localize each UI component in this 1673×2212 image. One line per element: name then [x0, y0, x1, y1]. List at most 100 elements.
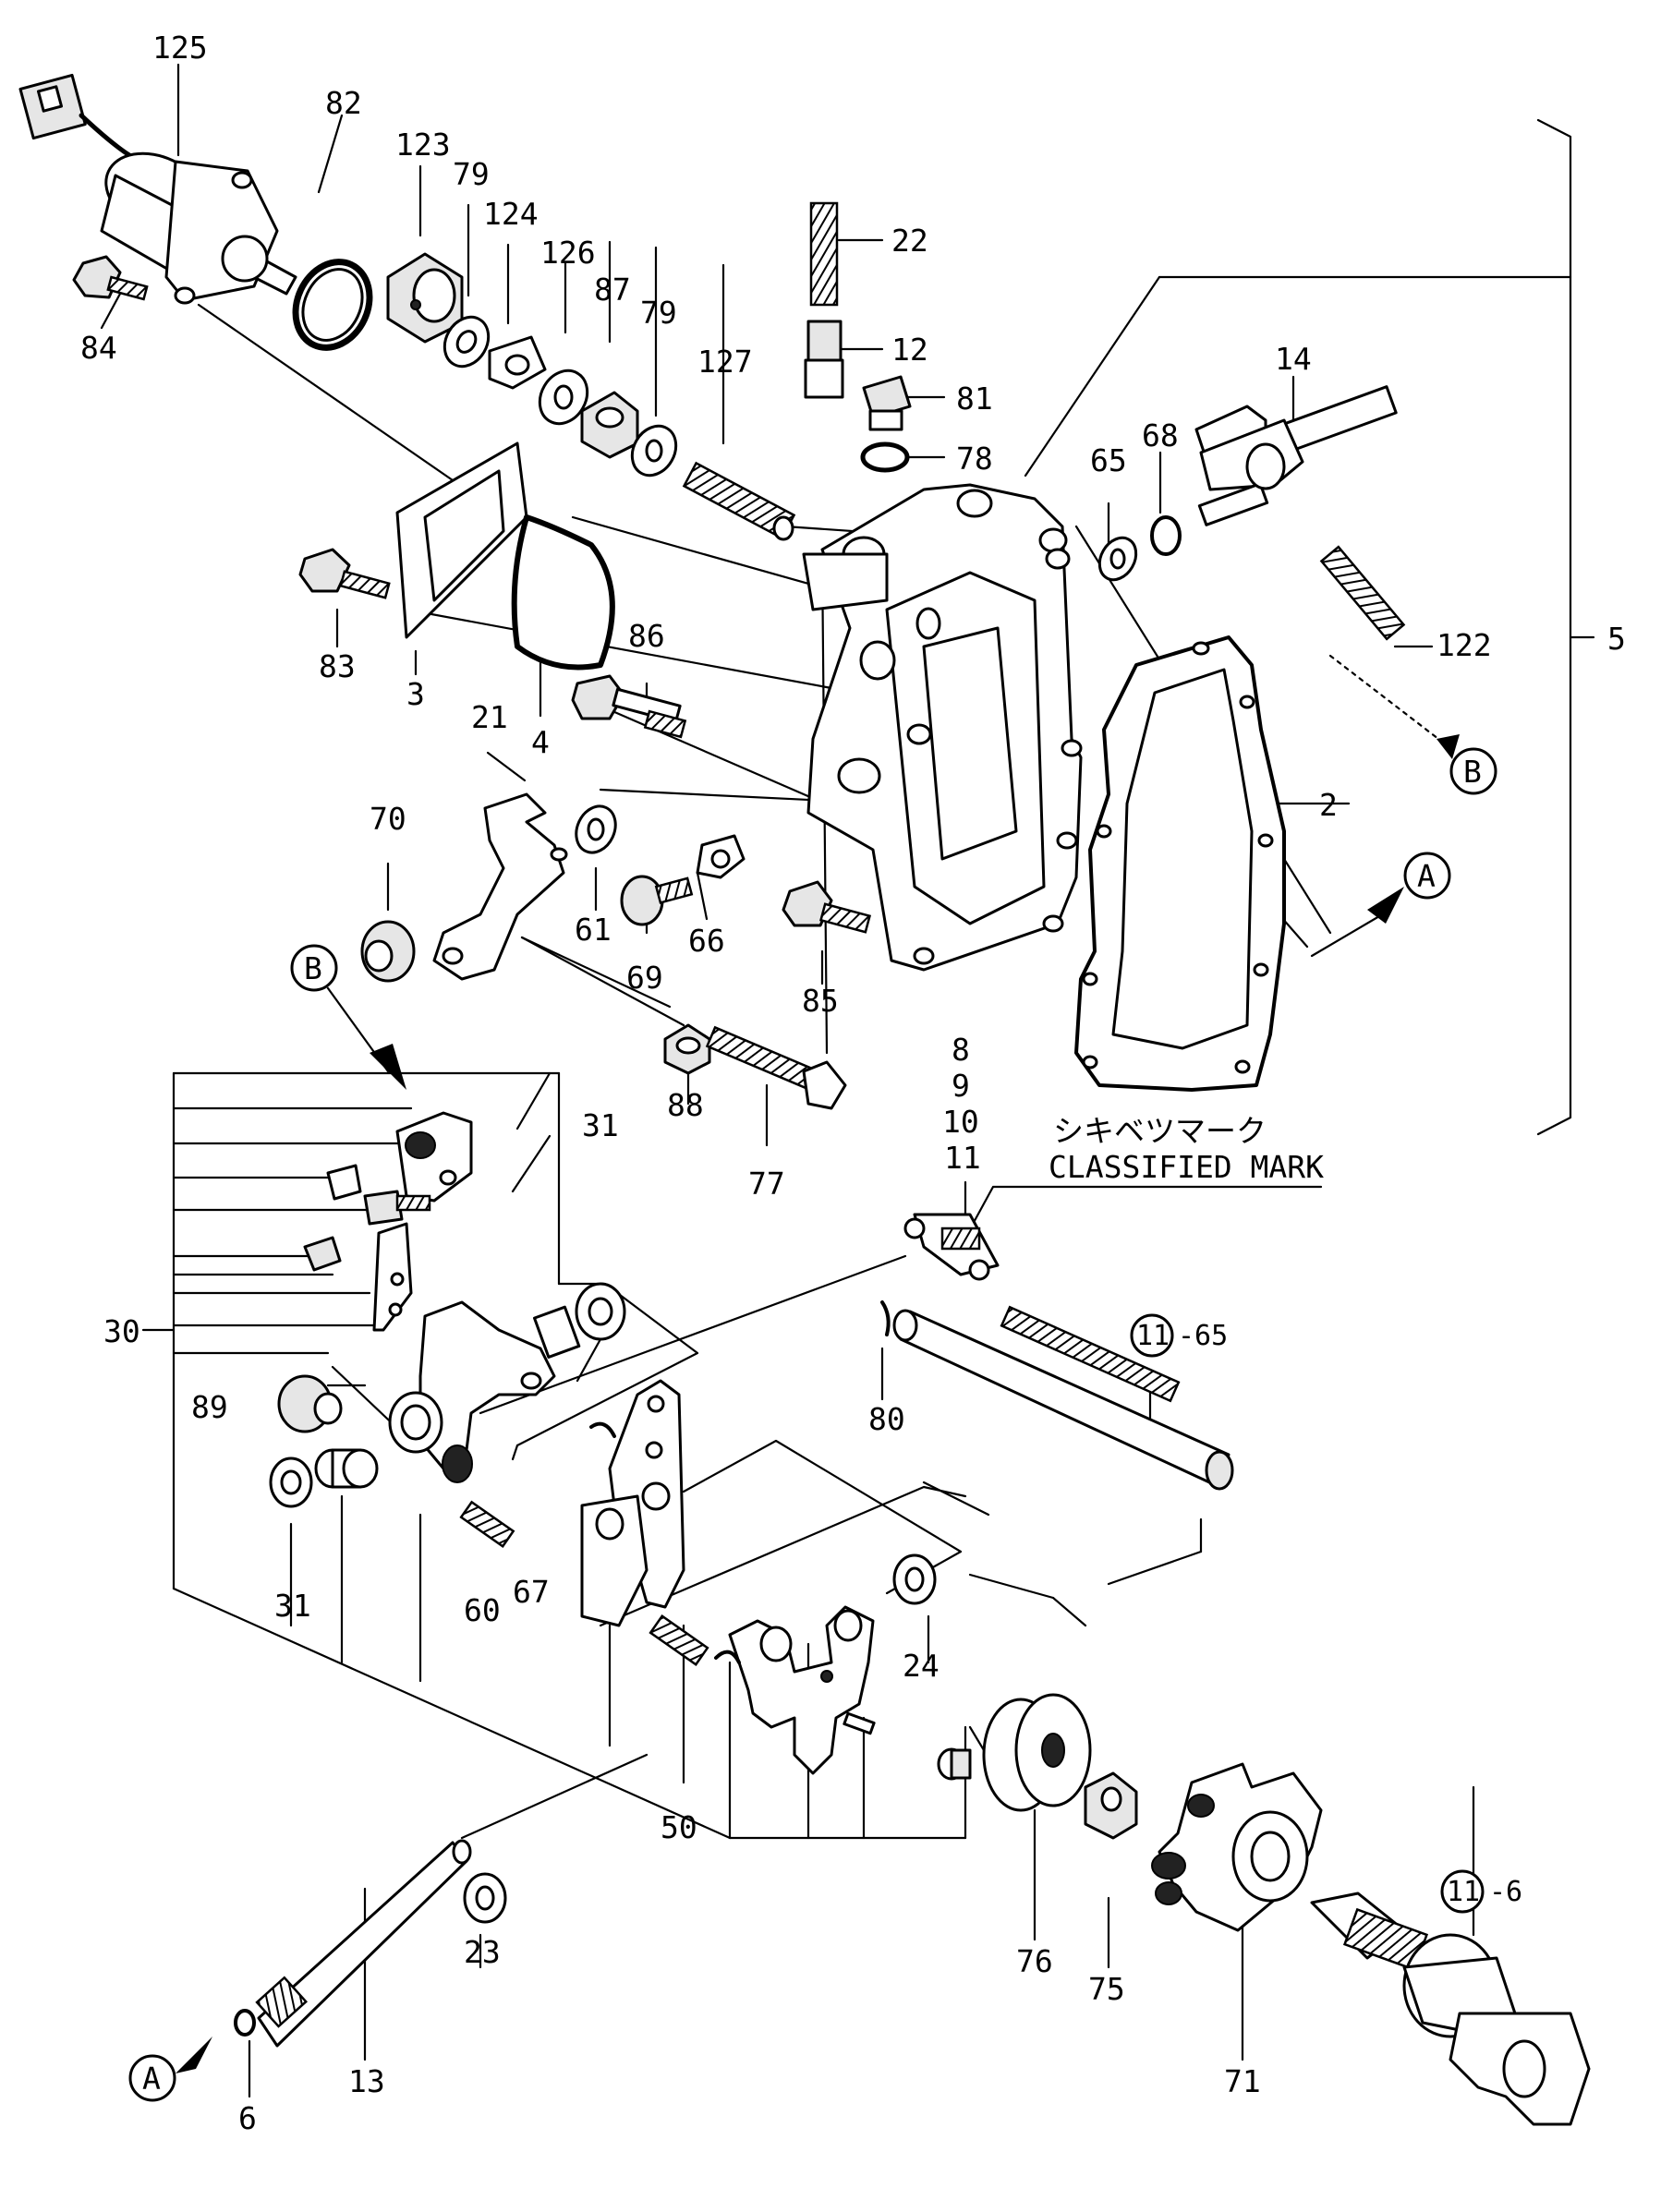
nut-87 [580, 391, 639, 459]
label-60: 60 [464, 1592, 501, 1628]
label-9: 9 [952, 1068, 970, 1104]
washer-79b [630, 424, 678, 477]
label-65: 65 [1090, 442, 1127, 478]
clip-67 [589, 1421, 616, 1438]
lever-plate-mid [580, 1379, 685, 1627]
collar [314, 1448, 379, 1489]
collar-2 [533, 1305, 581, 1359]
bolt-86 [571, 674, 687, 739]
label-10: 10 [942, 1104, 979, 1140]
governor-housing [802, 483, 1083, 972]
label-82: 82 [325, 85, 362, 121]
classified-mark-plate [903, 1213, 1000, 1281]
washer-65 [1097, 536, 1138, 582]
clip-small [714, 1650, 741, 1664]
reference-labels: B A B A 11 -65 11 -6 [142, 754, 1522, 2097]
label-8: 8 [952, 1032, 970, 1068]
label-13: 13 [348, 2063, 385, 2099]
label-14: 14 [1275, 341, 1312, 377]
plug-81 [862, 375, 912, 431]
washer-61 [575, 804, 617, 854]
ref-b-left: B [304, 950, 322, 986]
cover-76 [982, 1693, 1092, 1812]
pin-stud [937, 1747, 972, 1781]
screw-22 [809, 201, 839, 307]
label-80: 80 [868, 1401, 905, 1437]
label-31b: 31 [274, 1588, 311, 1624]
nut-75 [1084, 1771, 1138, 1840]
ring-68 [1150, 515, 1182, 556]
label-122: 122 [1437, 627, 1492, 663]
lever-body [388, 1300, 556, 1483]
label-87: 87 [594, 272, 631, 308]
ref-11-6-suffix: -6 [1489, 1876, 1522, 1908]
fork-lever [728, 1605, 875, 1775]
label-67: 67 [513, 1574, 550, 1610]
shaft-11 [892, 1305, 1234, 1491]
label-89: 89 [191, 1389, 228, 1425]
flyweight-71 [1151, 1762, 1323, 1932]
shaft-14 [1194, 385, 1398, 526]
label-61: 61 [575, 912, 612, 948]
bolt-84 [72, 255, 149, 301]
pin-small [843, 1711, 876, 1735]
label-5: 5 [1607, 621, 1626, 657]
label-30: 30 [103, 1313, 140, 1349]
ring-6 [234, 2009, 256, 2037]
ref-11-6-num: 11 [1447, 1876, 1480, 1908]
label-69: 69 [626, 960, 663, 996]
ref-11-65-num: 11 [1136, 1320, 1170, 1352]
gasket-2 [1074, 635, 1286, 1092]
label-68: 68 [1142, 417, 1179, 453]
label-79a: 79 [453, 156, 490, 192]
label-76: 76 [1016, 1943, 1053, 1979]
lock-plate-124 [488, 335, 547, 390]
ref-11-65-suffix: -65 [1178, 1320, 1228, 1352]
label-2: 2 [1319, 787, 1338, 823]
washer-24 [892, 1553, 937, 1605]
spring-50 [649, 1614, 709, 1666]
washer-79a [442, 315, 491, 369]
label-11: 11 [944, 1140, 981, 1176]
label-4: 4 [531, 724, 550, 760]
label-22: 22 [891, 223, 928, 259]
label-85: 85 [802, 983, 839, 1019]
pin-80 [880, 1300, 891, 1336]
label-78: 78 [956, 441, 993, 477]
label-31a: 31 [582, 1107, 619, 1143]
label-70: 70 [370, 801, 406, 837]
washer-23 [463, 1872, 507, 1924]
bolt-83 [298, 548, 391, 599]
lever-plate-30 [303, 1111, 473, 1332]
label-21: 21 [471, 699, 508, 735]
label-84: 84 [80, 330, 117, 366]
bolt-85 [782, 880, 872, 934]
label-123: 123 [395, 127, 451, 163]
shaft-13 [255, 1839, 472, 2048]
label-83: 83 [319, 648, 356, 684]
gear-shaft-11 [1310, 1892, 1591, 2126]
label-77: 77 [748, 1166, 785, 1202]
bolt-77 [705, 1025, 847, 1110]
ref-a-bottom: A [142, 2061, 161, 2097]
o-ring-82 [292, 259, 373, 351]
ref-b-top: B [1463, 754, 1482, 790]
seal-4 [511, 514, 615, 671]
nut-12 [804, 320, 844, 399]
spring-60 [459, 1500, 515, 1548]
leader-lines [100, 63, 1595, 2098]
label-23: 23 [464, 1934, 501, 1970]
classified-mark-english: CLASSIFIED MARK [1049, 1149, 1324, 1185]
gasket-78 [860, 441, 910, 473]
label-24: 24 [903, 1648, 940, 1684]
clip-66 [696, 834, 746, 879]
label-79b: 79 [640, 295, 677, 331]
classified-mark-japanese: シキベツマーク [1053, 1113, 1267, 1149]
label-50: 50 [661, 1809, 697, 1845]
reference-markers [128, 654, 1497, 2102]
label-75: 75 [1088, 1971, 1125, 2007]
nut-70 [360, 920, 416, 983]
nut-88 [663, 1023, 711, 1075]
ref-a-top: A [1417, 858, 1436, 894]
